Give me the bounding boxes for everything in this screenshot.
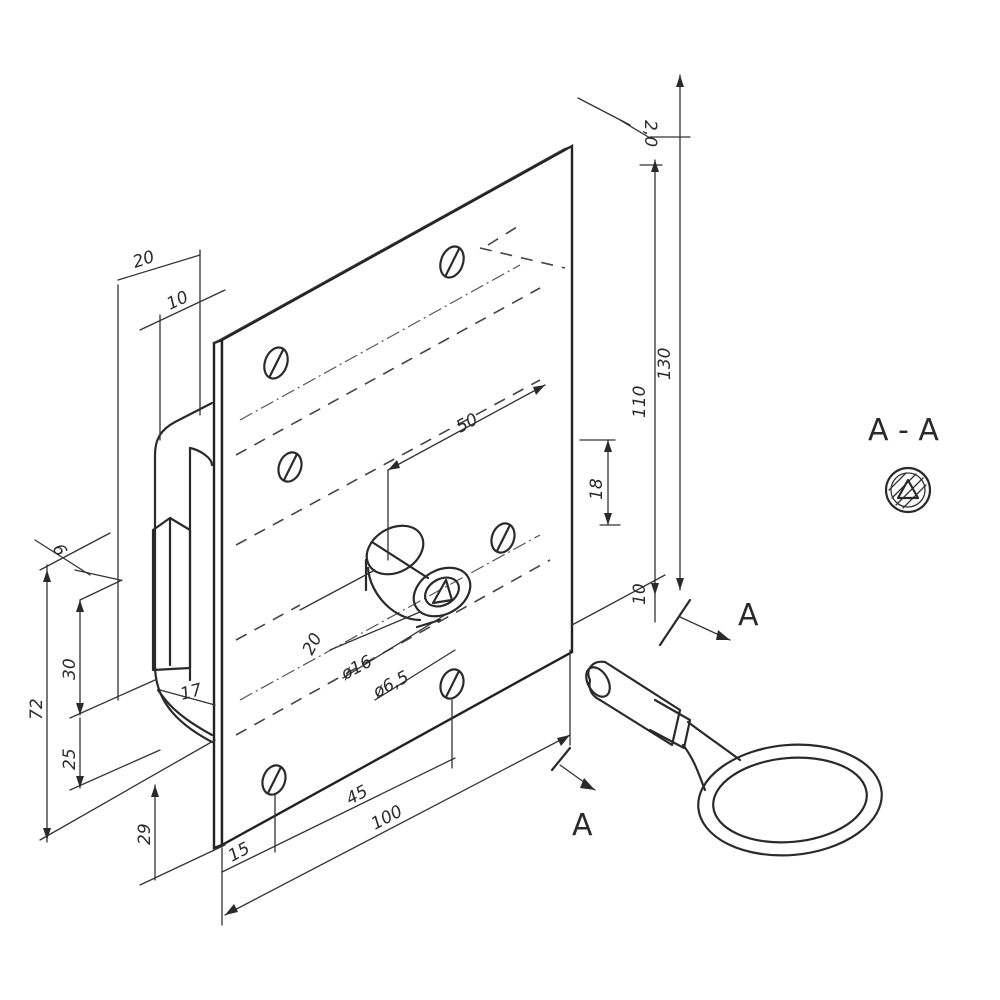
cut-marker-label-top: A <box>738 598 759 633</box>
screw-hole-middle-left <box>277 451 303 483</box>
section-title: A - A <box>868 413 939 448</box>
lock-plate <box>212 143 574 850</box>
triangle-bore <box>431 578 454 605</box>
dim-bolt-bottom-offset: 29 <box>135 823 155 845</box>
screw-hole-bottom-left <box>261 764 287 796</box>
section-view <box>884 466 932 514</box>
section-circle <box>884 466 932 514</box>
dim-hole-edge-offset: 15 <box>225 839 253 867</box>
dim-plate-height-inner: 110 <box>630 386 650 418</box>
dim-edge-offset-bottom: 10 <box>630 583 650 605</box>
dim-plate-thickness: 2,0 <box>640 120 660 147</box>
dim-plate-width: 100 <box>368 802 406 835</box>
arrowheads <box>43 75 684 915</box>
screw-hole-top-left <box>263 346 289 380</box>
dim-bolt-slot-height: 30 <box>60 658 80 680</box>
section-labels: A - A A A <box>572 413 939 843</box>
screw-holes <box>261 245 516 796</box>
plate-face <box>220 143 574 848</box>
dim-bolt-overall-height: 72 <box>27 698 47 720</box>
dim-plate-height-outer: 130 <box>655 348 675 380</box>
dim-hole-offset-vertical: 18 <box>587 478 607 500</box>
cut-marker-label-bottom: A <box>572 808 593 843</box>
bolt <box>151 401 214 744</box>
plate-top-edge <box>213 148 565 344</box>
screw-hole-top-right <box>439 245 465 279</box>
screw-hole-middle-right <box>490 522 516 554</box>
dim-bolt-inner-width: 10 <box>164 287 192 314</box>
dim-bolt-thickness: 6 <box>48 541 71 561</box>
screw-hole-bottom-right <box>439 668 465 700</box>
triangle-bore-section <box>896 478 920 500</box>
key-illustration <box>585 660 883 857</box>
section-cut-markers <box>550 598 731 791</box>
dim-bolt-lower-offset: 25 <box>60 748 80 770</box>
dim-hole-spacing-bottom: 45 <box>343 782 371 810</box>
